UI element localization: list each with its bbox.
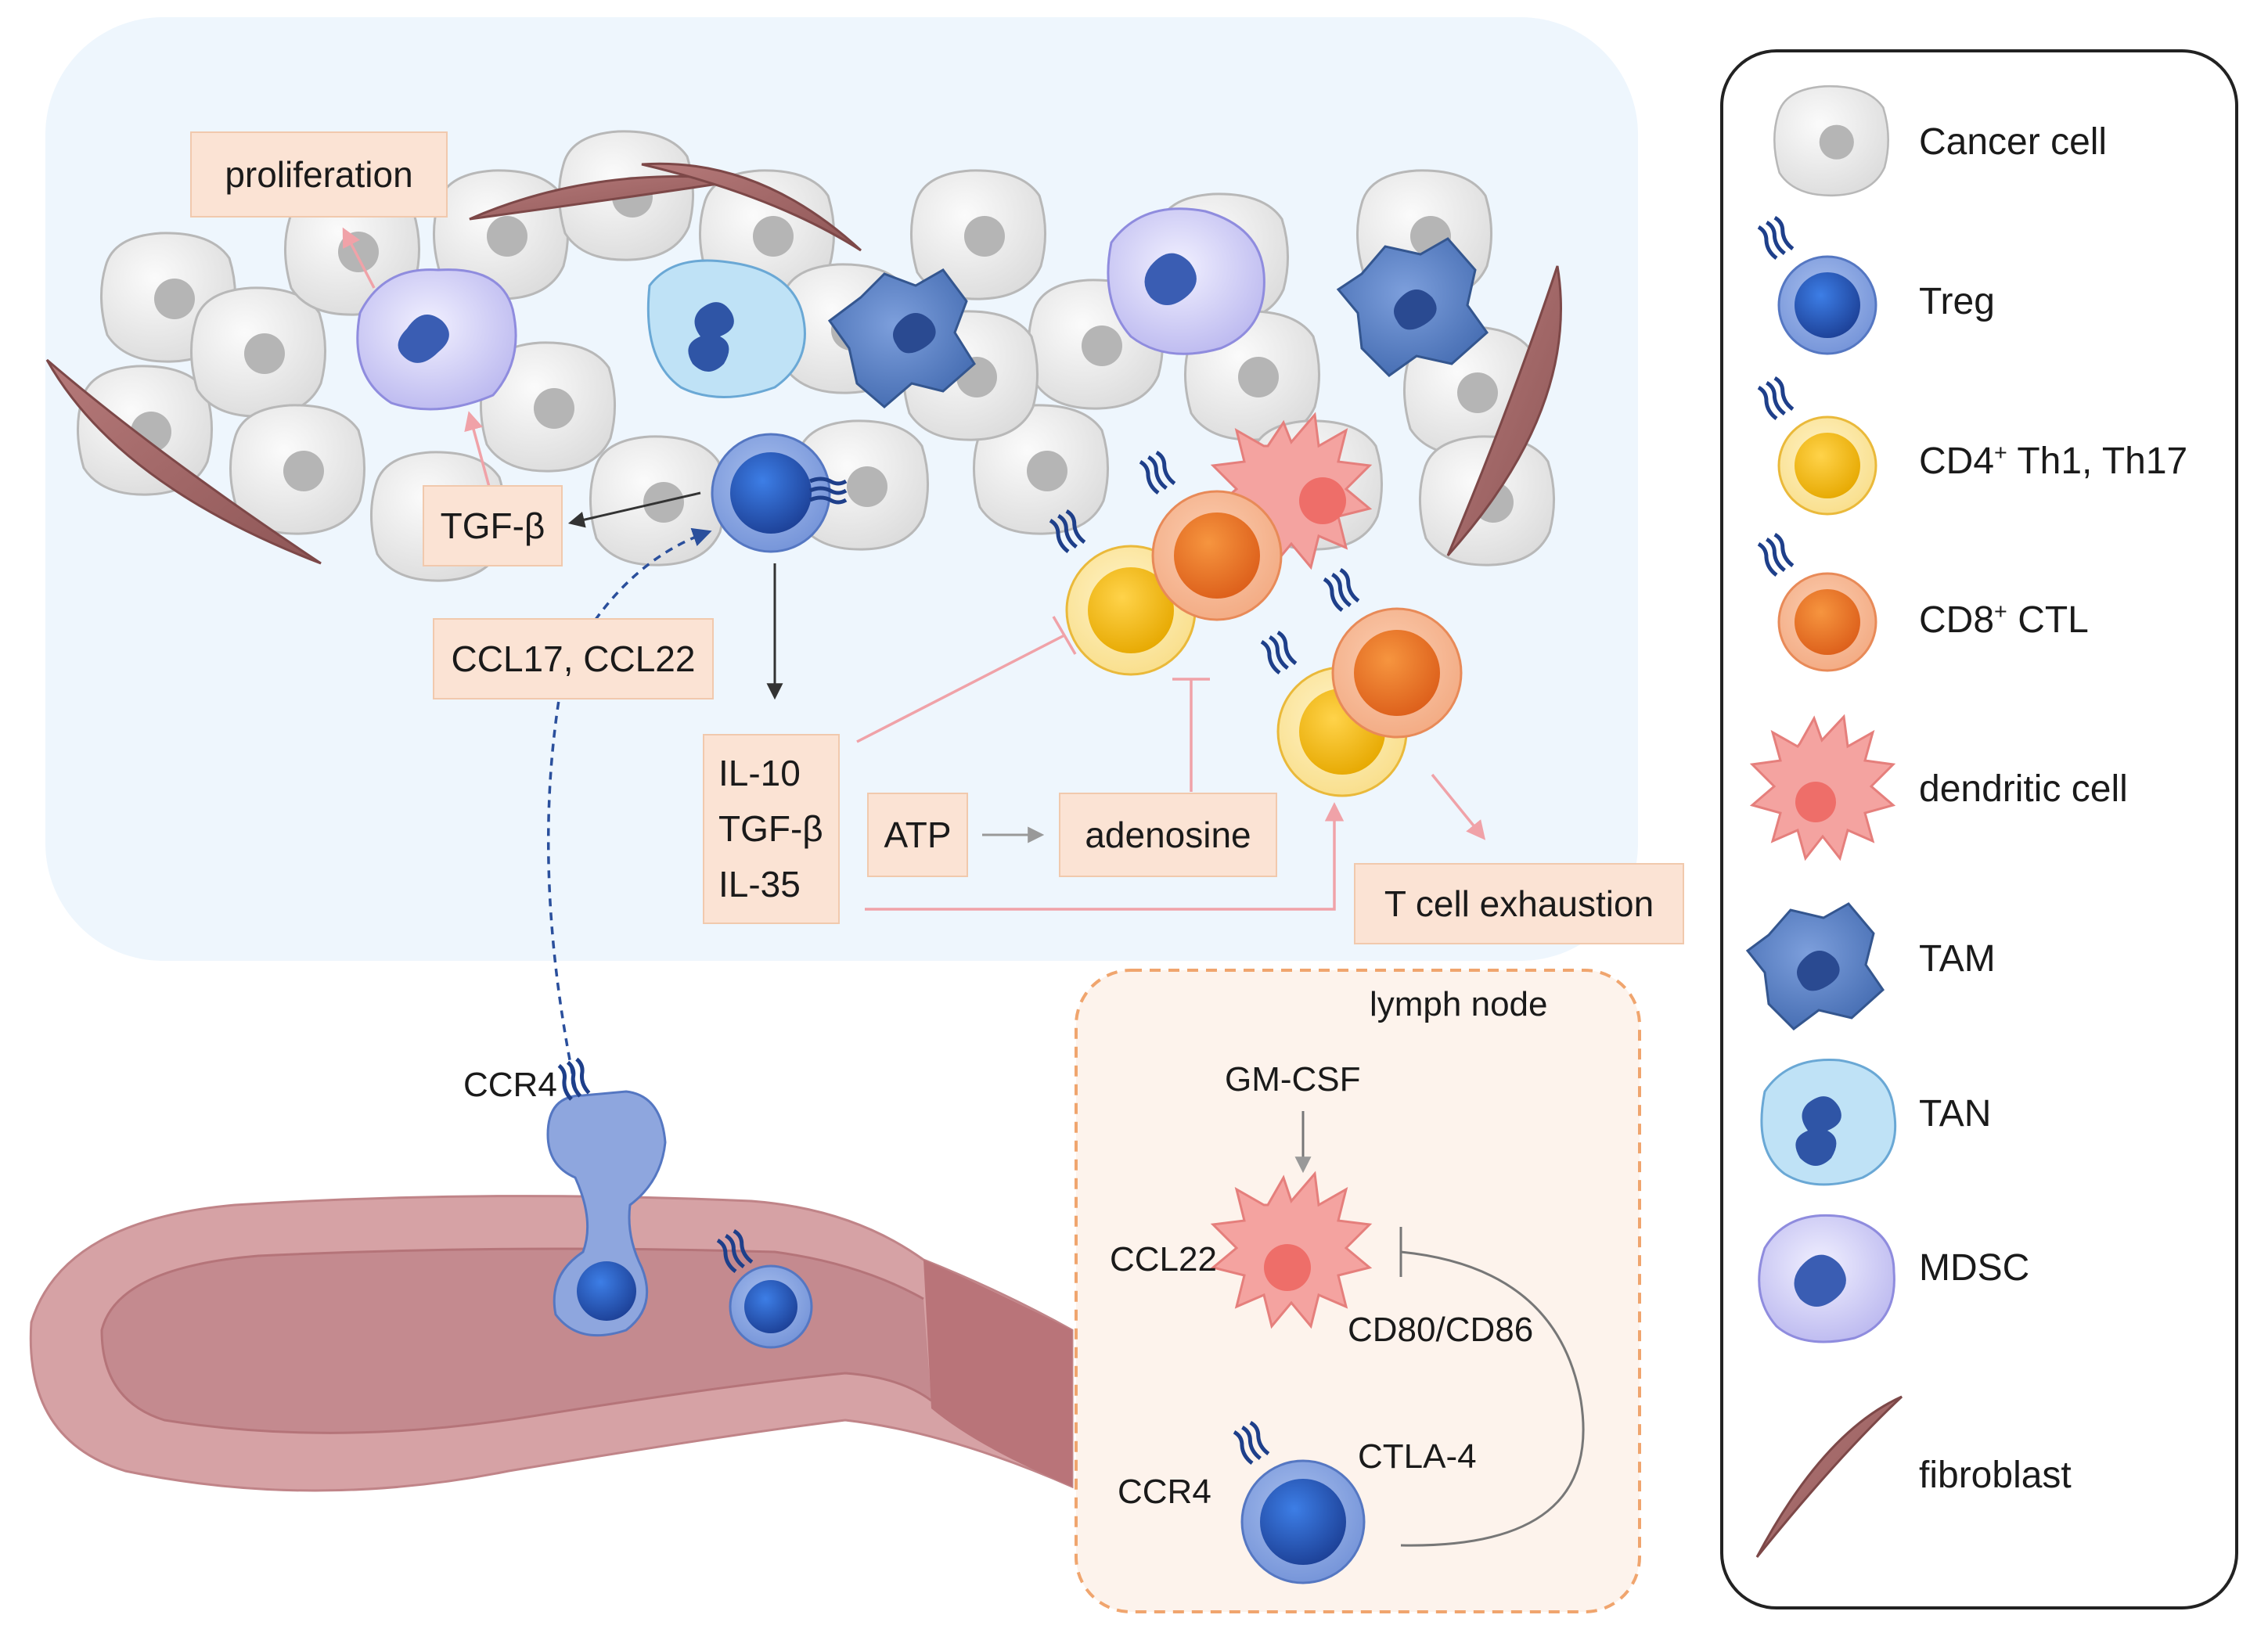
ccr4-migration-path <box>546 527 712 1088</box>
label-ccl22-ln: CCL22 <box>1110 1240 1217 1279</box>
label-gm-csf: GM-CSF <box>1225 1060 1361 1099</box>
cd8-ctl-icon <box>1756 534 1877 672</box>
mdsc-cell-left <box>356 268 517 411</box>
ctla4-inhibition-curve <box>1400 1250 1585 1547</box>
mdsc-cell-right <box>1107 207 1265 355</box>
treg-cell-tumor <box>711 433 846 553</box>
label-ccr4-ln: CCR4 <box>1118 1473 1211 1511</box>
blood-vessel <box>29 1195 1074 1492</box>
cd4-t-cell-icon <box>1756 377 1877 516</box>
legend-label-cancer-cell: Cancer cell <box>1919 121 2108 163</box>
arrow-mdsc-to-proliferation <box>342 227 376 289</box>
legend-label-mdsc: MDSC <box>1919 1247 2030 1289</box>
legend-label-cd8-main: CD8 <box>1919 599 1995 641</box>
label-t-cell-exhaustion: T cell exhaustion <box>1354 863 1684 944</box>
legend-label-fibroblast: fibroblast <box>1919 1455 2072 1496</box>
label-cd80-cd86: CD80/CD86 <box>1348 1311 1534 1349</box>
legend-label-cd8-sup: + <box>1994 599 2007 624</box>
tam-cell-2 <box>1336 237 1489 377</box>
mdsc-icon <box>1758 1214 1895 1343</box>
cytokine-box: IL-10 TGF-β IL-35 <box>703 734 840 924</box>
treg-icon <box>1756 217 1877 355</box>
tam-icon <box>1745 902 1885 1030</box>
label-tgfb-top: TGF-β <box>423 485 563 566</box>
label-il10: IL-10 <box>718 752 801 793</box>
fibroblast-top-mid <box>641 162 862 252</box>
treg-in-vessel <box>715 1230 813 1349</box>
fibroblast-left <box>45 358 322 565</box>
legend-label-cd8: CD8+ CTL <box>1919 601 2089 639</box>
cd8-cell-lower <box>1322 569 1463 739</box>
label-ctla4: CTLA-4 <box>1358 1437 1477 1476</box>
treg-extravasating <box>546 1059 667 1337</box>
fibroblast-right <box>1446 265 1562 556</box>
treg-lymph-node <box>1232 1422 1366 1584</box>
tan-cell <box>646 259 806 398</box>
arrow-tgfb-to-mdsc <box>464 411 491 487</box>
legend-label-dendritic-cell: dendritic cell <box>1919 768 2128 810</box>
tan-icon <box>1760 1059 1897 1186</box>
label-tgfb-mid: TGF-β <box>718 807 823 849</box>
arrow-cytokines-to-tcells <box>865 802 1345 911</box>
legend-label-tam: TAM <box>1919 938 1996 980</box>
legend-label-treg: Treg <box>1919 281 1995 322</box>
cd8-cell-upper <box>1138 451 1283 621</box>
inhibit-cytokines-to-cd4 <box>856 634 1065 743</box>
tam-cell-1 <box>827 268 976 408</box>
cancer-cell-icon <box>1773 85 1889 197</box>
label-il35: IL-35 <box>718 864 801 905</box>
arrow-to-exhaustion <box>1431 773 1486 840</box>
fibroblast-icon <box>1755 1395 1903 1558</box>
label-lymph-node: lymph node <box>1370 985 1548 1023</box>
label-ccr4-vessel: CCR4 <box>463 1066 557 1104</box>
legend-label-cd8-rest: CTL <box>2007 599 2089 641</box>
label-atp: ATP <box>867 793 968 877</box>
label-adenosine: adenosine <box>1059 793 1277 877</box>
dendritic-cell-icon <box>1749 714 1896 861</box>
label-proliferation: proliferation <box>190 131 448 218</box>
legend-label-cd4-rest: Th1, Th17 <box>2007 441 2188 482</box>
legend-label-tan: TAN <box>1919 1093 1992 1135</box>
legend-label-cd4-sup: + <box>1994 441 2007 466</box>
label-ccl17-ccl22: CCL17, CCL22 <box>433 618 714 700</box>
legend-label-cd4: CD4+ Th1, Th17 <box>1919 442 2187 480</box>
dendritic-cell-lymph-node <box>1210 1171 1373 1329</box>
arrow-treg-to-tgfb <box>567 491 701 528</box>
legend-label-cd4-main: CD4 <box>1919 441 1995 482</box>
lymph-node-region <box>1075 969 1641 1613</box>
